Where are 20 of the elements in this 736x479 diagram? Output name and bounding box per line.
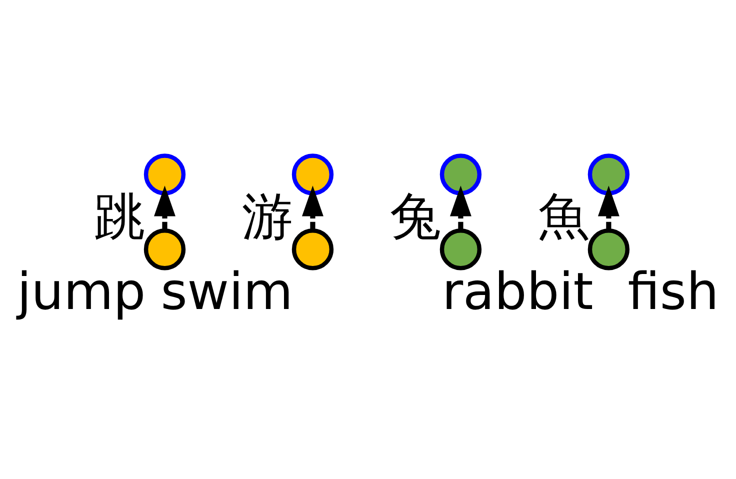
node-label: swim xyxy=(160,262,293,322)
node-label: rabbit xyxy=(442,262,594,322)
node-label: fish xyxy=(628,262,719,322)
node-circle xyxy=(440,228,482,270)
arrow xyxy=(302,185,324,230)
node-label: 跳 xyxy=(94,188,146,247)
node-label: 兔 xyxy=(390,188,442,247)
node-circle xyxy=(588,228,630,270)
arrow xyxy=(598,185,620,230)
node-circle xyxy=(144,228,186,270)
node-circle xyxy=(440,153,482,195)
node-circle xyxy=(144,153,186,195)
node-circle xyxy=(292,228,334,270)
node-circle xyxy=(588,153,630,195)
node-label: jump xyxy=(17,262,146,322)
node-circle xyxy=(292,153,334,195)
arrow xyxy=(450,185,472,230)
node-label: 游 xyxy=(242,188,294,247)
arrow xyxy=(154,185,176,230)
node-label: 魚 xyxy=(538,188,590,247)
